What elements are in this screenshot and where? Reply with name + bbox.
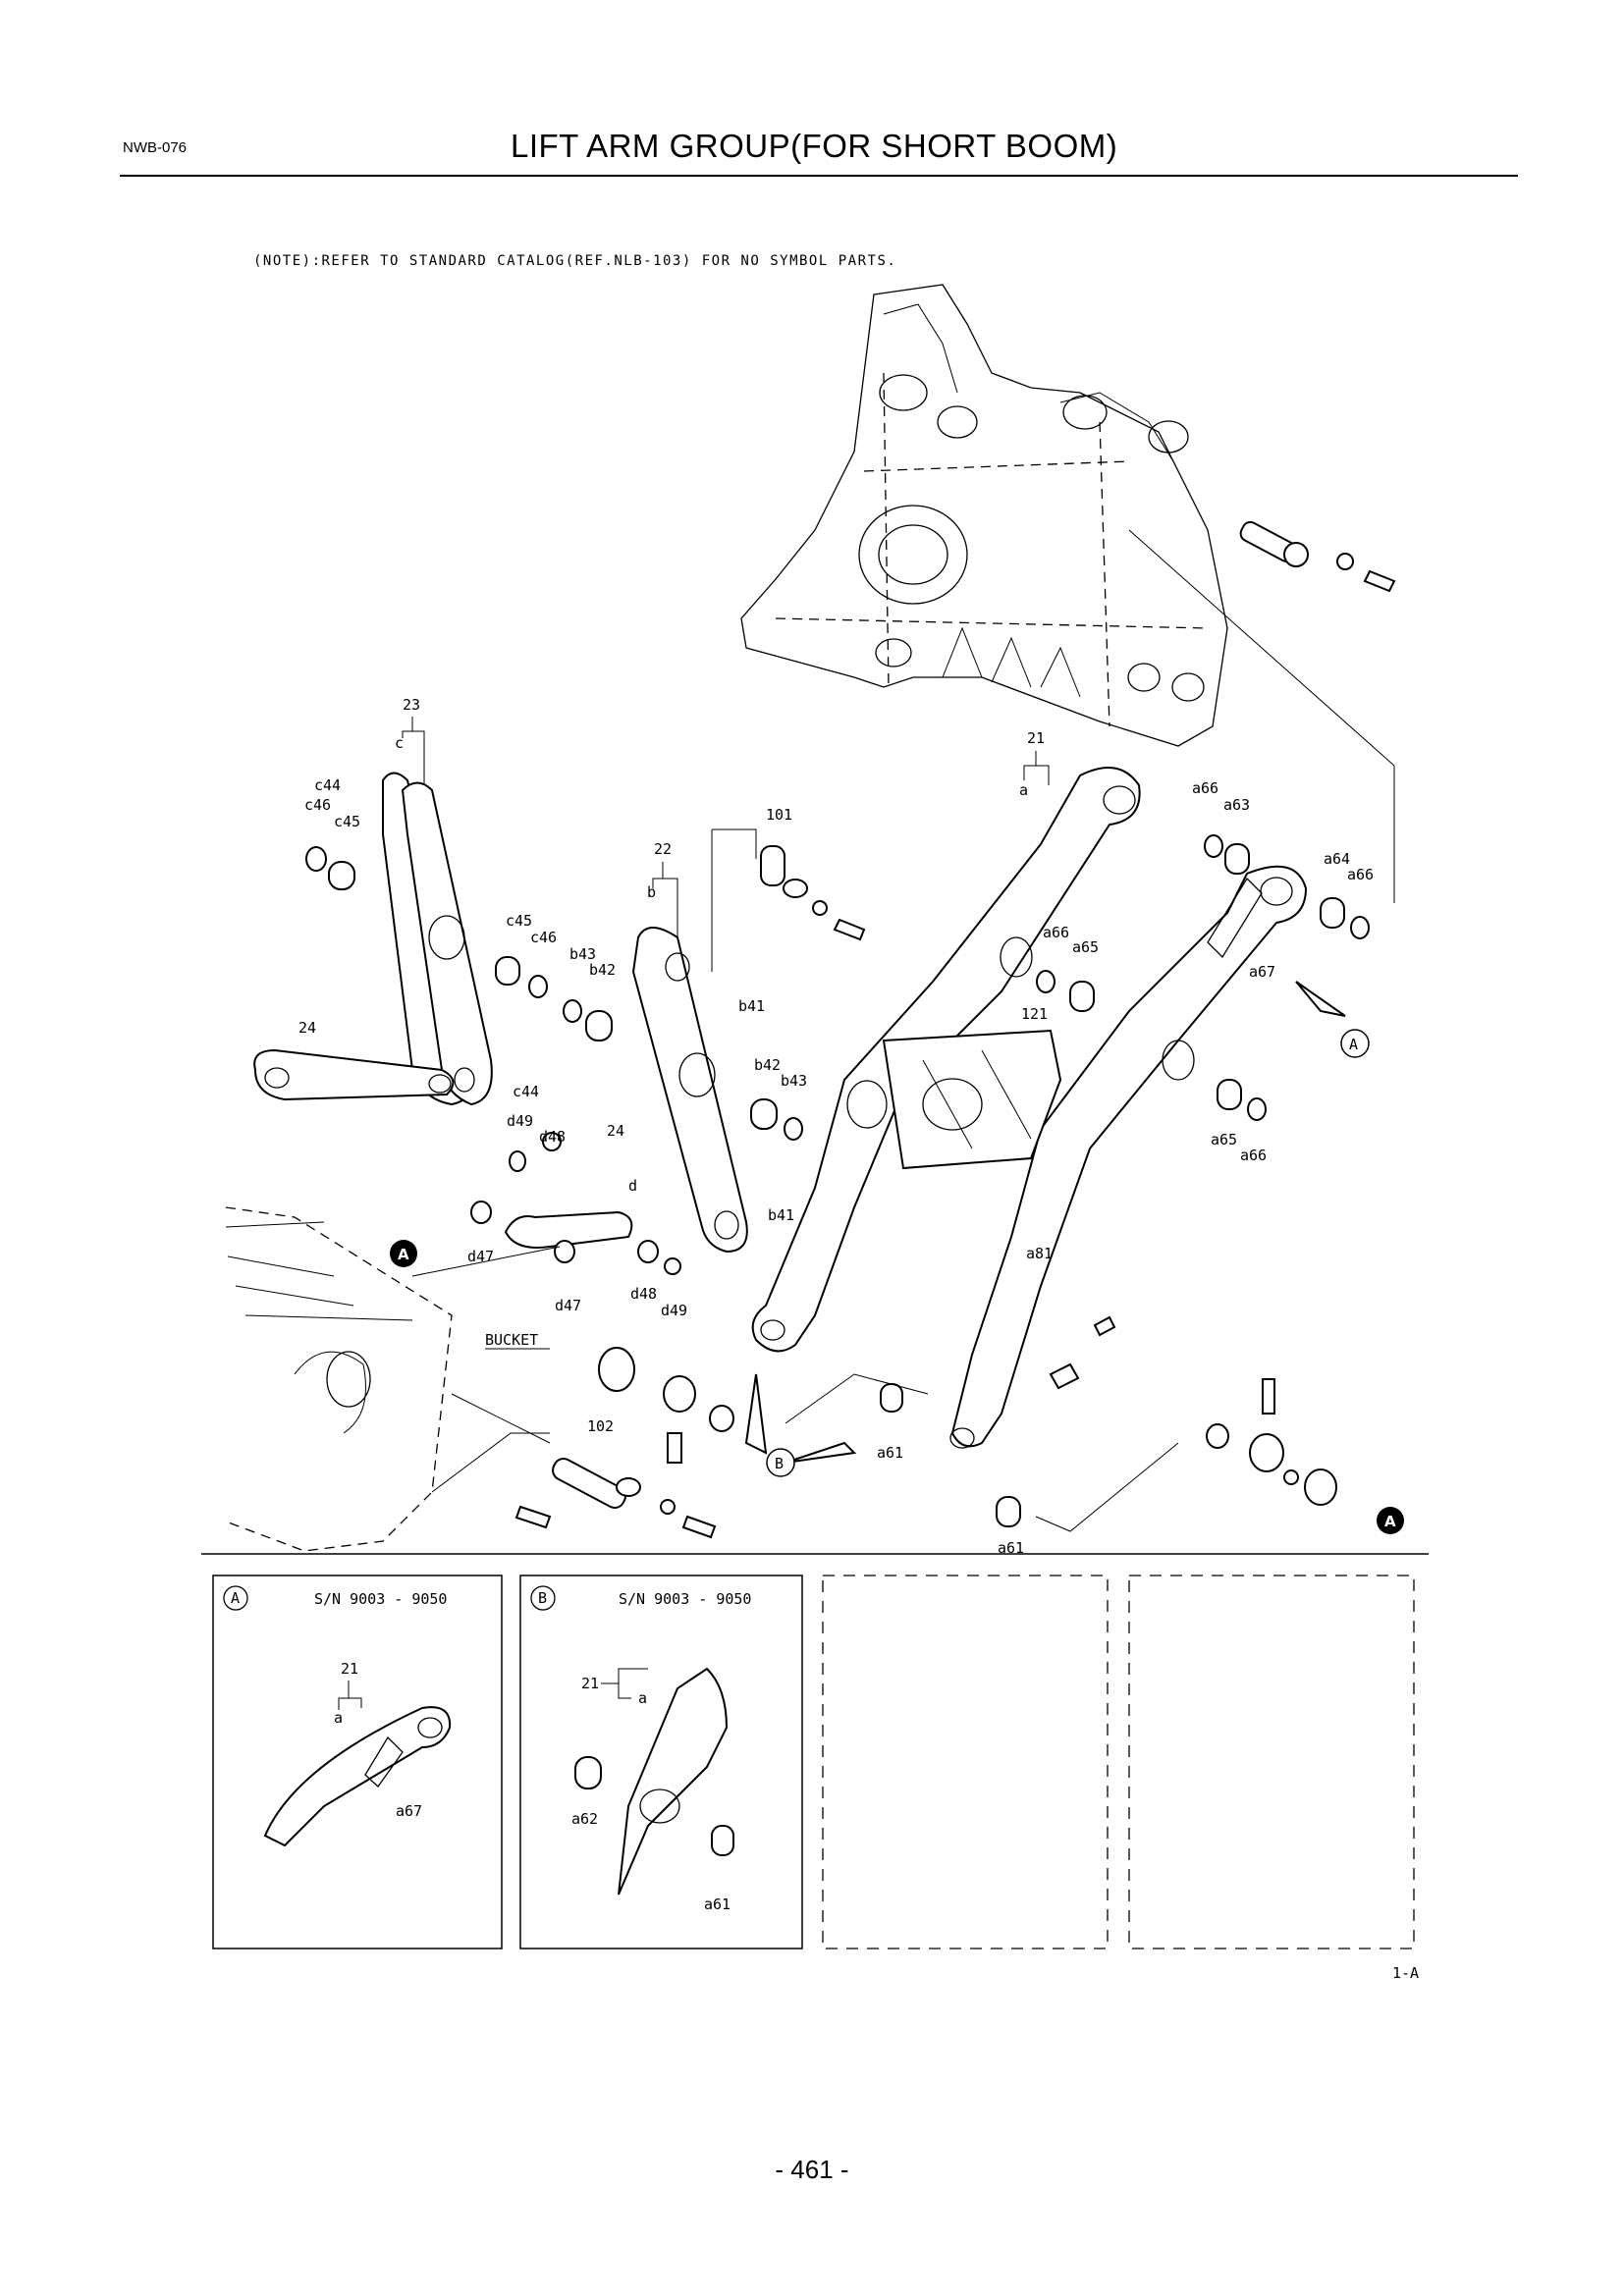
- callout-d47: d47: [467, 1248, 494, 1265]
- callout-a61: a61: [998, 1539, 1024, 1557]
- callout-24: 24: [298, 1019, 316, 1037]
- callout-b43: b43: [781, 1072, 807, 1090]
- inset-b-ref-sub: a: [638, 1689, 647, 1707]
- empty-inset-1: [822, 1575, 1109, 1949]
- callout-c44: c44: [314, 776, 341, 794]
- svg-text:A: A: [1384, 1513, 1396, 1530]
- inset-a-ref-sub: a: [334, 1709, 343, 1727]
- callout-a81: a81: [1026, 1245, 1053, 1262]
- inset-a-ref: 21: [341, 1660, 358, 1678]
- callout-b43: b43: [569, 945, 596, 963]
- inset-b-serial: S/N 9003 - 9050: [619, 1590, 751, 1608]
- lower-pin-hardware: [598, 1315, 1337, 1532]
- callout-d49: d49: [661, 1302, 687, 1319]
- circle-marker-b-main: B: [766, 1448, 795, 1477]
- callout-a63: a63: [1223, 796, 1250, 814]
- svg-text:A: A: [398, 1246, 409, 1263]
- inset-b-part-2: a61: [704, 1896, 731, 1913]
- callout-c45: c45: [506, 912, 532, 930]
- circle-marker-a-main: A: [1340, 1029, 1370, 1058]
- callout-23: 23: [403, 696, 420, 714]
- callout-102: 102: [587, 1417, 614, 1435]
- callout-b41: b41: [768, 1206, 794, 1224]
- callout-d47: d47: [555, 1297, 581, 1314]
- front-frame: [740, 284, 1228, 747]
- empty-inset-2: [1128, 1575, 1415, 1949]
- callout-bucket: BUCKET: [485, 1331, 538, 1349]
- inset-a-part: a67: [396, 1802, 422, 1820]
- callout-d48: d48: [539, 1128, 566, 1146]
- header-rule: [120, 175, 1518, 177]
- callout-labels: 23 c c44 c46 c45 c45 c46 c44 24 22 b b43…: [298, 696, 1374, 1557]
- callout-d49: d49: [507, 1112, 533, 1130]
- catalog-note: (NOTE):REFER TO STANDARD CATALOG(REF.NLB…: [253, 253, 897, 269]
- page-title: LIFT ARM GROUP(FOR SHORT BOOM): [511, 128, 1118, 164]
- callout-c46: c46: [304, 796, 331, 814]
- filled-marker-a-right: A: [1377, 1507, 1404, 1534]
- inset-b-part-1: a62: [571, 1810, 598, 1828]
- lift-arm-bushings: [1036, 834, 1370, 1121]
- callout-c45: c45: [334, 813, 360, 830]
- callout-a65: a65: [1072, 938, 1099, 956]
- callout-c46: c46: [530, 929, 557, 946]
- callout-23-sub: c: [395, 734, 404, 752]
- callout-b41: b41: [738, 997, 765, 1015]
- bucket: [225, 1206, 561, 1552]
- inset-b: B S/N 9003 - 9050 21 a a62 a61: [519, 1575, 803, 1949]
- svg-text:A: A: [1349, 1036, 1358, 1053]
- inset-b-ref: 21: [581, 1675, 599, 1692]
- callout-a61: a61: [877, 1444, 903, 1462]
- bellcrank-22: [563, 927, 803, 1254]
- inset-a-serial: S/N 9003 - 9050: [314, 1590, 447, 1608]
- bellcrank-23: [305, 772, 548, 1106]
- callout-24-sub: d: [628, 1177, 637, 1195]
- frame-pin: [1128, 520, 1396, 903]
- callout-121: 121: [1021, 1005, 1048, 1023]
- view-arrows: [744, 981, 1346, 1464]
- callout-101: 101: [766, 806, 792, 824]
- catalog-code: NWB-076: [123, 139, 188, 156]
- pin-101: [711, 828, 866, 972]
- callout-c44: c44: [513, 1083, 539, 1100]
- callout-22-sub: b: [647, 883, 656, 901]
- lift-arm-21: [751, 767, 1308, 1449]
- callout-a66: a66: [1240, 1147, 1267, 1164]
- callout-a65: a65: [1211, 1131, 1237, 1148]
- callout-a67: a67: [1249, 963, 1275, 981]
- inset-b-marker: B: [538, 1589, 547, 1607]
- callout-a66: a66: [1347, 866, 1374, 883]
- callout-24: 24: [607, 1122, 624, 1140]
- callout-b42: b42: [754, 1056, 781, 1074]
- callout-b42: b42: [589, 961, 616, 979]
- callout-a64: a64: [1324, 850, 1350, 868]
- svg-text:B: B: [775, 1455, 784, 1472]
- link-24: [253, 1048, 455, 1101]
- callout-22: 22: [654, 840, 672, 858]
- callout-21-sub: a: [1019, 781, 1028, 799]
- callout-d48: d48: [630, 1285, 657, 1303]
- page-number: - 461 -: [775, 2155, 849, 2184]
- link-24-lower: [470, 1132, 681, 1275]
- callout-a66: a66: [1192, 779, 1218, 797]
- callout-21: 21: [1027, 729, 1045, 747]
- pin-102: [431, 1432, 717, 1539]
- inset-a: A S/N 9003 - 9050 21 a a67: [212, 1575, 503, 1949]
- callout-a66: a66: [1043, 924, 1069, 941]
- filled-marker-a-left: A: [390, 1240, 417, 1267]
- figure-code: 1-A: [1392, 1964, 1419, 1982]
- inset-a-marker: A: [231, 1589, 240, 1607]
